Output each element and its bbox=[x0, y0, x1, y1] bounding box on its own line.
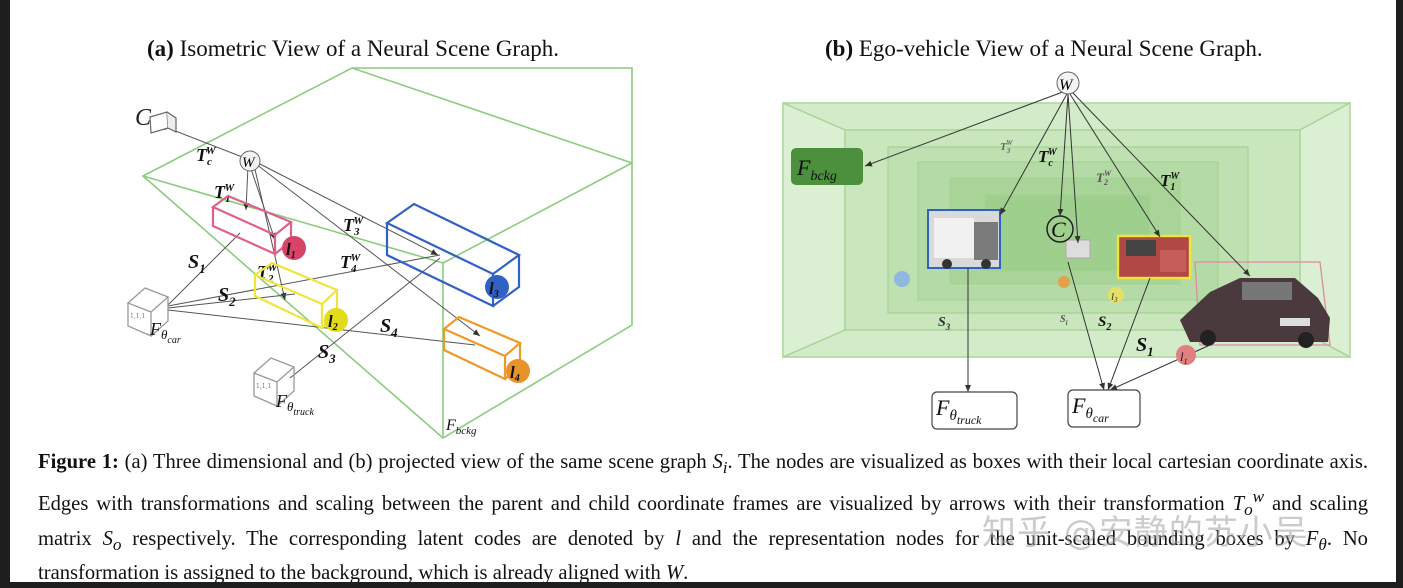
svg-text:S3: S3 bbox=[318, 341, 336, 366]
svg-text:l2: l2 bbox=[328, 312, 338, 333]
representation-cube-truck: 1,1,1 bbox=[252, 357, 296, 407]
foreground-car-object bbox=[1180, 261, 1331, 348]
camera-node-b: C bbox=[1046, 215, 1074, 243]
svg-text:W: W bbox=[242, 155, 256, 171]
yellow-boxed-car-object bbox=[1116, 234, 1192, 280]
svg-text:W: W bbox=[1059, 77, 1074, 94]
scaling-labels: S1 S2 S3 S4 bbox=[188, 251, 398, 366]
svg-text:S1: S1 bbox=[188, 251, 206, 276]
camera-node: C bbox=[135, 105, 177, 134]
world-node-b: W bbox=[1056, 71, 1080, 95]
svg-text:Fbckg: Fbckg bbox=[796, 155, 837, 184]
figure-page: (a) Isometric View of a Neural Scene Gra… bbox=[10, 0, 1396, 582]
latent-node-distant-b bbox=[1058, 276, 1070, 288]
svg-text:T3W: T3W bbox=[343, 215, 365, 238]
svg-text:S3: S3 bbox=[938, 315, 951, 332]
f-theta-car-label: Fθcar bbox=[149, 319, 181, 346]
truck-object bbox=[927, 209, 1001, 269]
isometric-scene-graph-diagram: C W TcW T1W T2W T3W T4W S1 S2 S3 S4 bbox=[126, 67, 633, 439]
svg-text:T1W: T1W bbox=[214, 182, 236, 205]
latent-node-truck-b bbox=[894, 271, 910, 287]
svg-text:C: C bbox=[135, 105, 152, 131]
representation-cube-car: 1,1,1 bbox=[126, 287, 170, 337]
svg-text:T2W: T2W bbox=[1096, 169, 1112, 187]
svg-text:S2: S2 bbox=[1098, 314, 1111, 333]
svg-text:l1: l1 bbox=[286, 240, 296, 261]
svg-text:1,1,1: 1,1,1 bbox=[130, 313, 145, 320]
latent-node-l1-b: l1 bbox=[1176, 345, 1196, 366]
background-corridor bbox=[782, 101, 1351, 359]
svg-text:T1W: T1W bbox=[1160, 171, 1180, 193]
watermark: 知乎 @安静的苏小吴 bbox=[982, 513, 1309, 553]
svg-text:S1: S1 bbox=[1136, 334, 1154, 359]
svg-text:TcW: TcW bbox=[1038, 147, 1058, 169]
latent-node-l1: l1 bbox=[282, 236, 306, 261]
background-box bbox=[141, 67, 633, 439]
svg-text:l1: l1 bbox=[1180, 349, 1188, 366]
figure-caption: Figure 1: (a) Three dimensional and (b) … bbox=[38, 451, 1368, 582]
svg-text:TcW: TcW bbox=[196, 145, 217, 168]
svg-text:Si: Si bbox=[1060, 314, 1068, 327]
svg-text:S2: S2 bbox=[218, 284, 236, 309]
svg-text:Fθtruck: Fθtruck bbox=[935, 395, 982, 427]
latent-node-l2: l2 bbox=[324, 308, 348, 333]
graph-edges-b bbox=[864, 89, 1251, 392]
latent-node-l3-b: l3 bbox=[1108, 287, 1124, 304]
svg-text:l4: l4 bbox=[510, 363, 520, 384]
panel-a-title: (a) Isometric View of a Neural Scene Gra… bbox=[147, 36, 560, 61]
f-theta-truck-node: Fθtruck bbox=[931, 391, 1018, 430]
f-theta-truck-label: Fθtruck bbox=[275, 391, 314, 418]
svg-text:Fθcar: Fθcar bbox=[1071, 393, 1109, 425]
svg-text:S4: S4 bbox=[380, 315, 398, 340]
latent-node-l4: l4 bbox=[506, 359, 530, 384]
distant-car-object bbox=[1065, 239, 1091, 259]
panel-b-title: (b) Ego-vehicle View of a Neural Scene G… bbox=[825, 36, 1263, 61]
f-bckg-label-a: Fbckg bbox=[445, 417, 477, 437]
svg-text:1,1,1: 1,1,1 bbox=[256, 383, 271, 390]
world-node: W bbox=[239, 150, 261, 172]
svg-text:l3: l3 bbox=[1111, 291, 1118, 304]
svg-text:C: C bbox=[1051, 217, 1066, 242]
f-bckg-node: Fbckg bbox=[791, 148, 863, 185]
svg-text:T4W: T4W bbox=[340, 252, 362, 275]
transformation-labels-b: TcW T1W T2W T3W bbox=[1000, 139, 1180, 193]
latent-node-l3: l3 bbox=[485, 275, 509, 300]
svg-text:l3: l3 bbox=[489, 279, 499, 300]
scaling-labels-b: S1 S2 S3 Si bbox=[938, 314, 1154, 359]
svg-text:T3W: T3W bbox=[1000, 139, 1013, 155]
f-theta-car-node: Fθcar bbox=[1067, 389, 1141, 428]
